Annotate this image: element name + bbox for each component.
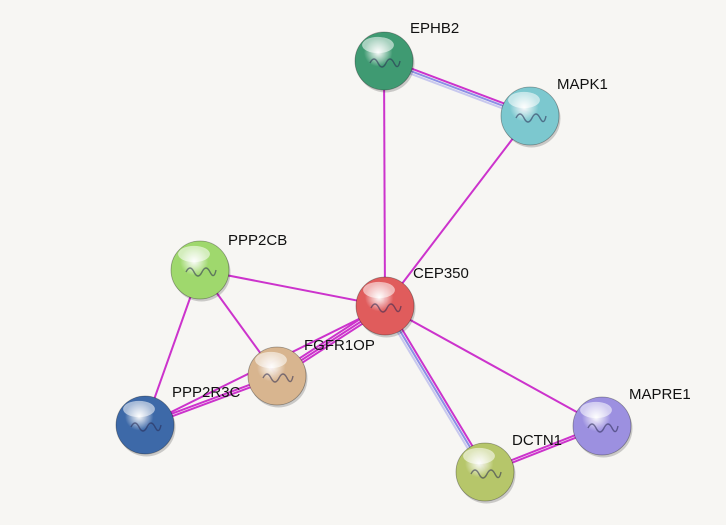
node-label-dctn1: DCTN1 [512,432,562,449]
node-ephb2[interactable] [354,31,415,93]
edge-cep350-mapre1[interactable] [384,305,603,427]
protein-structure-icon [515,113,547,123]
nodes-layer [115,31,633,504]
edge-line-magenta [383,60,386,307]
node-ppp2r3c[interactable] [115,395,176,457]
node-fgfr1op[interactable] [247,346,308,408]
node-highlight [508,91,540,109]
edge-line-magenta [199,269,386,307]
edge-cep350-dctn1[interactable] [381,304,489,474]
protein-structure-icon [587,423,619,433]
node-highlight [463,447,495,465]
node-ppp2cb[interactable] [170,240,231,302]
node-mapre1[interactable] [572,396,633,458]
node-label-ppp2r3c: PPP2R3C [172,384,241,401]
edge-line-blue [384,305,486,473]
node-label-ppp2cb: PPP2CB [228,232,287,249]
node-label-cep350: CEP350 [413,265,469,282]
protein-structure-icon [470,469,502,479]
protein-structure-icon [369,58,401,68]
node-highlight [362,36,394,54]
node-highlight [580,401,612,419]
edge-mapk1-cep350[interactable] [384,115,531,307]
node-mapk1[interactable] [500,86,561,148]
node-dctn1[interactable] [455,442,516,504]
protein-structure-icon [130,422,162,432]
edge-ppp2cb-cep350[interactable] [199,269,386,307]
protein-structure-icon [185,267,217,277]
protein-structure-icon [262,373,294,383]
node-label-mapre1: MAPRE1 [629,386,691,403]
edge-line-magenta [386,304,489,472]
edge-line-light [381,306,484,474]
node-highlight [178,245,210,263]
node-label-fgfr1op: FGFR1OP [304,337,375,354]
protein-structure-icon [370,303,402,313]
edge-line-magenta [384,115,531,307]
edge-ephb2-cep350[interactable] [383,60,386,307]
node-highlight [255,351,287,369]
node-highlight [123,400,155,418]
node-highlight [363,281,395,299]
node-label-ephb2: EPHB2 [410,20,459,37]
node-label-mapk1: MAPK1 [557,76,608,93]
edge-line-magenta [384,305,603,427]
node-cep350[interactable] [355,276,416,338]
